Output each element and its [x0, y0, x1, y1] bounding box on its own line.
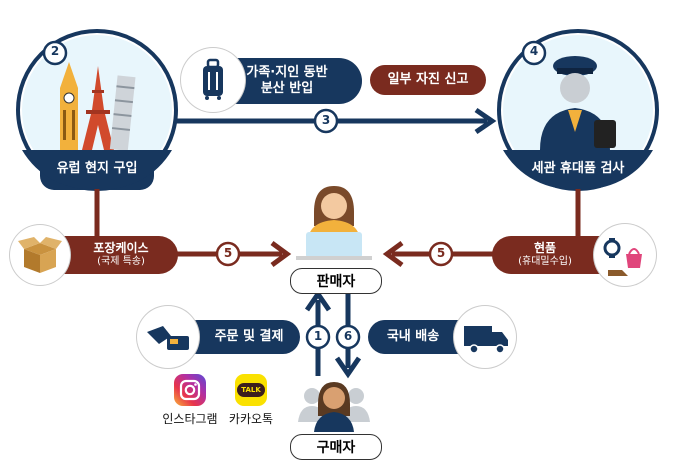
credit-card-icon [147, 326, 189, 350]
suitcase-badge [181, 48, 245, 112]
delivery-truck-icon [464, 326, 508, 354]
step-number-5-left: 5 [223, 246, 233, 260]
order-payment-label: 주문 및 결제 [214, 328, 284, 344]
distributed-carry-line1: 가족·지인 동반 [246, 64, 328, 80]
pisa-tower-icon [109, 75, 136, 151]
kakaotalk-icon-text: TALK [237, 383, 265, 397]
goods-badge [594, 224, 656, 286]
customs-node-label: 세관 휴대품 검사 [531, 161, 625, 176]
step-number-6: 6 [343, 329, 353, 343]
distributed-carry-line2: 분산 반입 [260, 81, 314, 96]
customs-node-number: 4 [529, 44, 539, 58]
step-number-3: 3 [321, 113, 331, 127]
eiffel-tower-icon [82, 66, 114, 150]
buyer-group-icon [298, 382, 370, 432]
self-report-label: 일부 자진 신고 [387, 71, 469, 87]
instagram-label: 인스타그램 [162, 412, 218, 426]
cardboard-box-icon [18, 237, 62, 273]
europe-node-number: 2 [50, 44, 60, 58]
suitcase-icon [203, 58, 223, 100]
order-payment-pill: 주문 및 결제 [180, 320, 300, 354]
europe-node-label: 유럽 현지 구입 [56, 161, 138, 176]
payment-badge [137, 306, 199, 368]
buyer-label: 구매자 [290, 434, 382, 460]
box-title: 포장케이스 [93, 241, 149, 256]
step-number-5-right: 5 [436, 246, 446, 260]
goods-title: 현품 [533, 241, 557, 256]
self-report-pill: 일부 자진 신고 [370, 65, 486, 95]
europe-node [16, 29, 178, 191]
step-number-1: 1 [313, 329, 323, 343]
box-badge [10, 225, 70, 285]
seller-person-icon [296, 186, 372, 260]
domestic-delivery-label: 국내 배송 [386, 328, 440, 344]
big-ben-icon [60, 62, 78, 150]
customs-officer-icon [540, 56, 616, 150]
truck-badge [454, 306, 516, 368]
luxury-goods-icon [603, 238, 642, 276]
goods-subtitle: (휴대밀수입) [518, 256, 572, 268]
seller-label: 판매자 [290, 268, 382, 294]
kakaotalk-label: 카카오톡 [228, 412, 274, 426]
instagram-icon [174, 374, 206, 406]
kakaotalk-icon: TALK [235, 374, 267, 406]
box-subtitle: (국제 특송) [97, 256, 145, 268]
